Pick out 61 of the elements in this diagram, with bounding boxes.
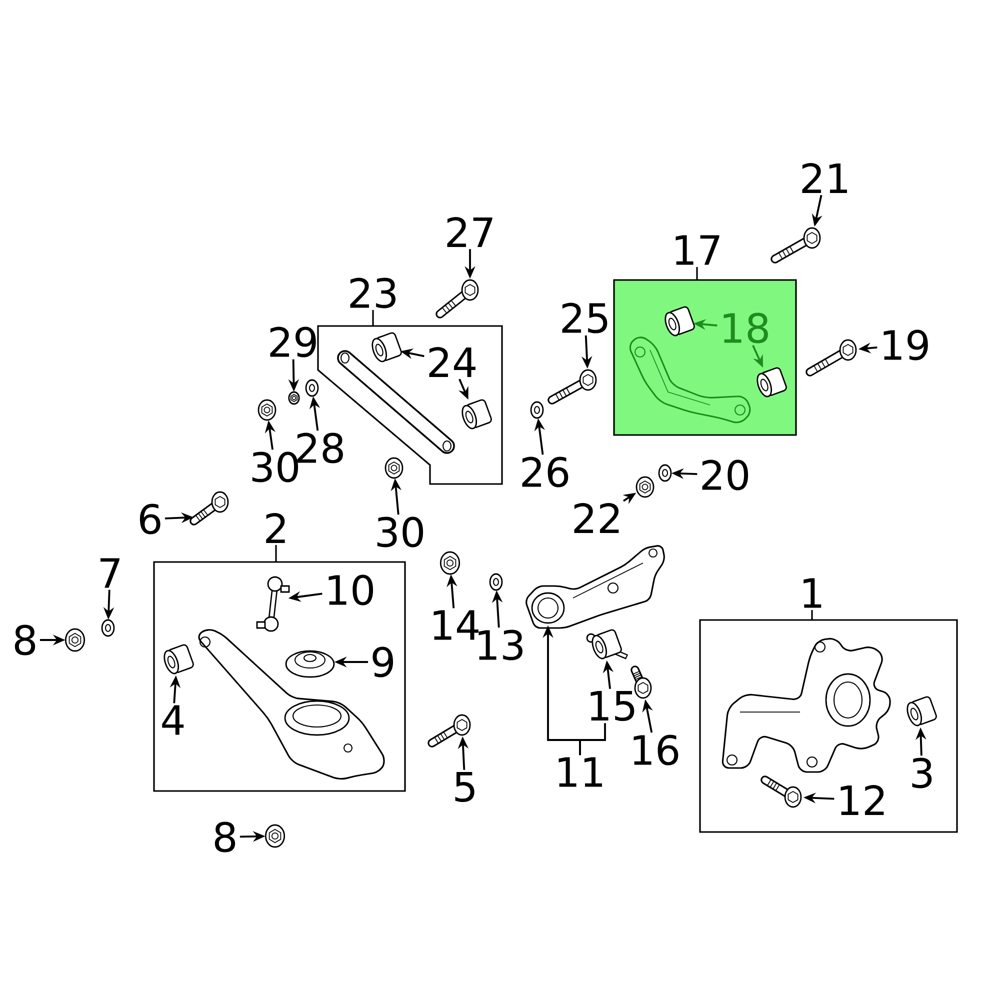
trailing-link-drawing [526,545,665,629]
callout-number: 8 [14,624,36,656]
bolt-drawing [548,369,597,404]
nut-drawing [288,391,300,405]
bolt-drawing [436,279,479,318]
bolt-drawing [428,714,471,748]
node-label: 23 [350,278,396,308]
callout-number: 21 [802,162,847,193]
callout-number: 6 [140,504,160,534]
node-label: 2 [266,512,285,544]
stabilizer-link-drawing [256,576,290,632]
nut-drawing [636,476,654,498]
callout-number: 30 [377,516,424,548]
callout-number: 11 [558,757,602,787]
nut-drawing [440,551,460,575]
callout-number: 27 [447,217,492,247]
callout-number: 9 [372,646,394,678]
callout-number: 20 [702,460,748,490]
callout-number: 26 [522,456,568,488]
washer-drawing [530,401,544,419]
callout-number: 7 [100,558,120,588]
callout-number: 29 [270,326,316,358]
callout-number: 24 [429,347,476,377]
callout-number: 4 [162,705,184,735]
callout-number: 28 [297,432,343,464]
washer-drawing [305,379,319,397]
bolt-drawing [190,491,229,526]
nut-drawing [384,457,404,479]
bolt-drawing [806,339,857,376]
callout-number: 25 [562,302,608,334]
bushing-drawing [372,332,402,362]
callout-number: 19 [884,330,928,360]
nut-drawing [64,628,86,652]
callout-number: 14 [434,610,478,640]
callout-number: 16 [634,734,678,766]
bushing-drawing [664,306,695,336]
nut-drawing [264,824,286,848]
callout-number: 10 [328,574,374,606]
node-label: 17 [676,235,720,265]
washer-drawing [489,573,503,591]
callout-number: 3 [912,758,932,788]
bushing-drawing [906,696,937,726]
callout-number: 30 [252,452,298,482]
callout-number: 15 [590,691,634,722]
bushing-drawing [164,644,194,674]
washer-drawing [101,619,115,637]
node-label: 1 [804,578,822,608]
callout-number: 8 [214,822,236,852]
callout-number: 18 [724,312,768,344]
nut-drawing [258,399,276,421]
mount-drawing [285,650,335,678]
callout-number: 5 [455,772,474,802]
bushing-drawing [586,629,628,660]
bushing-drawing [756,367,787,398]
bolt-drawing [760,776,802,808]
bushing-drawing [462,399,492,430]
callout-number: 13 [478,630,522,660]
bolt-drawing [770,227,821,264]
callout-number: 22 [574,503,619,533]
washer-drawing [658,464,672,482]
callout-number: 12 [840,785,884,815]
